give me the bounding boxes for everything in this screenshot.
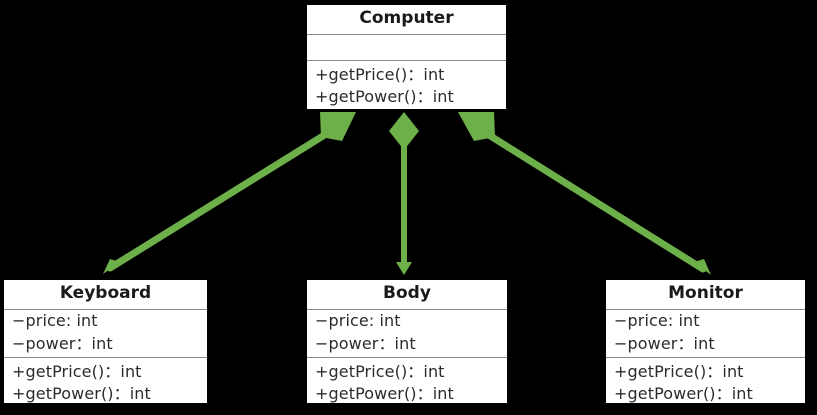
class-name-monitor: Monitor [668,283,743,303]
attribute-item: −price: int [614,311,700,331]
class-box-keyboard[interactable]: Keyboard −price: int −power：int +getPric… [2,278,209,405]
method-item: +getPower()：int [315,383,454,403]
class-methods-keyboard: +getPrice()：int +getPower()：int [4,356,207,409]
class-box-body[interactable]: Body −price: int −power：int +getPrice()：… [305,278,509,405]
method-item: +getPower()：int [315,86,454,106]
method-item: +getPrice()：int [315,64,445,84]
composition-diamond-body [389,112,419,150]
composition-arrowhead-keyboard [103,259,120,274]
composition-arrowhead-body [396,262,412,275]
attribute-item: −power：int [12,333,113,353]
composition-arrowhead-monitor [694,259,711,275]
attribute-item: −power：int [614,333,715,353]
composition-diamond-monitor [458,112,495,141]
class-name-body: Body [383,283,431,303]
class-attributes-computer [307,33,506,60]
class-attributes-monitor: −price: int −power：int [606,308,805,357]
class-name-keyboard: Keyboard [59,283,152,303]
class-methods-computer: +getPrice()：int +getPower()：int [307,59,506,112]
method-item: +getPrice()：int [315,361,445,381]
composition-computer-body [389,112,419,275]
class-name-computer: Computer [359,8,454,28]
class-attributes-body: −price: int −power：int [307,308,507,357]
attribute-item: −power：int [315,333,416,353]
class-box-monitor[interactable]: Monitor −price: int −power：int +getPrice… [604,278,807,405]
class-attributes-keyboard: −price: int −power：int [4,308,207,357]
class-methods-monitor: +getPrice()：int +getPower()：int [606,356,805,409]
method-item: +getPower()：int [614,383,753,403]
composition-line-keyboard [106,127,335,272]
attribute-item: −price: int [315,311,401,331]
attribute-item: −price: int [12,311,98,331]
method-item: +getPrice()：int [12,361,142,381]
composition-computer-keyboard [103,112,356,274]
method-item: +getPower()：int [12,383,151,403]
composition-computer-monitor [458,112,711,275]
method-item: +getPrice()：int [614,361,744,381]
composition-diamond-keyboard [320,112,356,141]
class-methods-body: +getPrice()：int +getPower()：int [307,356,507,409]
class-box-computer[interactable]: Computer +getPrice()：int +getPower()：int [305,3,508,111]
composition-line-monitor [480,128,707,273]
